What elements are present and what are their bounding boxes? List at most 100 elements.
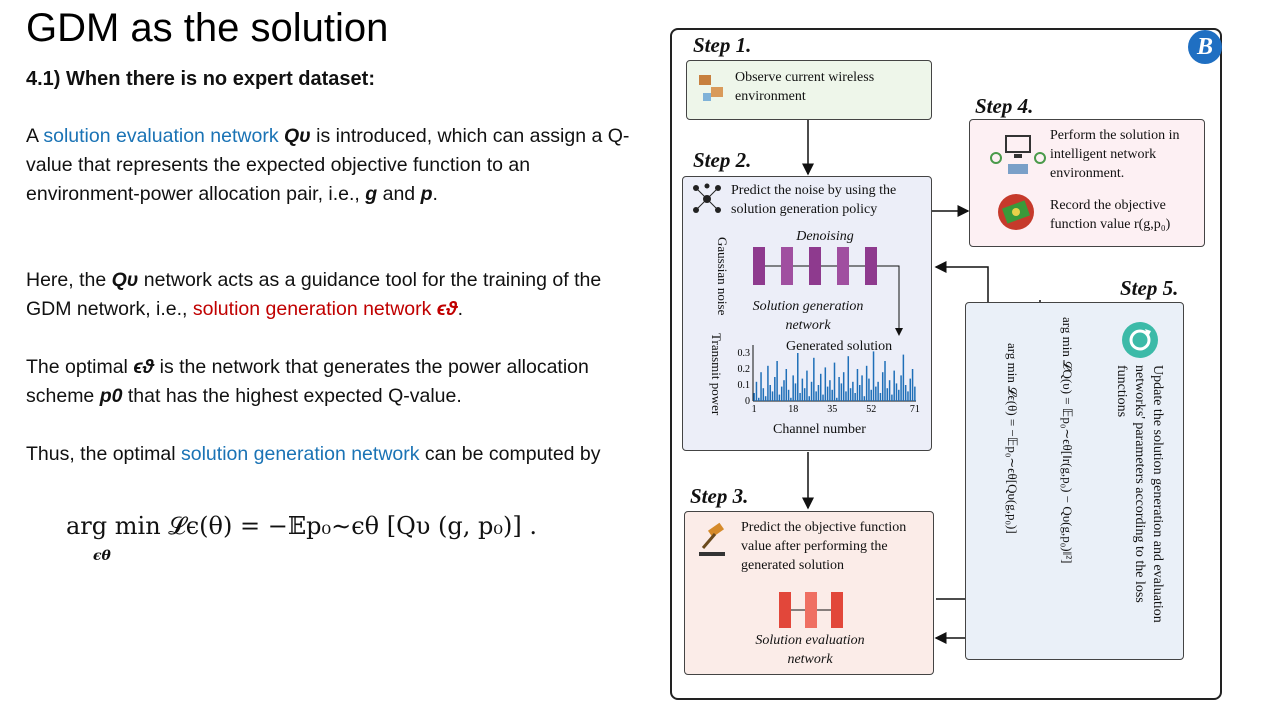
formula-main: arg min 𝓛ϵ(θ) = −𝔼p₀∼ϵθ [Qυ (g, p₀)] .: [66, 512, 537, 540]
chart-bar: [861, 375, 863, 401]
chart-bar: [757, 397, 760, 401]
chart-bar: [769, 385, 771, 401]
chart-bar: [842, 372, 845, 401]
step2-label: Step 2.: [693, 148, 752, 172]
paragraph-guidance: Here, the Qυ network acts as a guidance …: [26, 266, 631, 324]
chart-bar: [888, 380, 891, 401]
chart-xlabel: Channel number: [773, 422, 866, 437]
chart-bar: [909, 378, 912, 401]
chart-bar: [875, 386, 877, 401]
chart-bar: [884, 361, 886, 401]
chart-bar: [808, 396, 810, 401]
chart-bar: [760, 372, 762, 401]
text-run: that has the highest expected Q-value.: [122, 385, 462, 407]
paragraph-thus: Thus, the optimal solution generation ne…: [26, 440, 631, 469]
chart-bar: [778, 394, 781, 401]
chart-bar: [776, 361, 778, 401]
step5-loss-q: arg min 𝓛Q(υ) = 𝔼p₀∼ϵθ[‖r(g,p₀) − Qυ(g,p…: [1060, 317, 1075, 564]
gavel-icon: [699, 522, 725, 556]
symbol-q-upsilon: Qυ: [284, 125, 311, 147]
chart-y-tick-label: 0.2: [738, 364, 751, 375]
denoising-network-graphic: [753, 247, 903, 336]
text-run: A: [26, 125, 44, 147]
chart-bar: [849, 388, 852, 401]
chart-y-tick-label: 0.1: [738, 380, 751, 391]
chart-bar: [838, 377, 840, 401]
chart-bar: [753, 393, 755, 401]
text-run: can be computed by: [419, 443, 601, 465]
step2-box: Predict the noise by using the solution …: [682, 176, 932, 451]
chart-bar: [845, 391, 847, 401]
step5-text: Update the solution generation and evalu…: [1114, 365, 1165, 623]
chart-bar: [755, 381, 758, 401]
chart-bar: [904, 385, 907, 401]
text-run: .: [457, 298, 464, 320]
paragraph-optimal: The optimal ϵϑ is the network that gener…: [26, 353, 631, 411]
step4-box: Perform the solution in intelligent netw…: [969, 119, 1205, 247]
chart-bar: [907, 391, 909, 401]
chart-bar: [898, 389, 900, 401]
text-run: .: [432, 183, 438, 205]
chart-bar: [787, 389, 790, 401]
chart-bar: [817, 385, 820, 401]
network-nodes-icon: [693, 183, 721, 213]
section-subheading: 4.1) When there is no expert dataset:: [26, 68, 375, 90]
chart-bar: [824, 367, 827, 401]
chart-bar: [872, 351, 875, 401]
formula-subscript: ϵθ: [93, 548, 111, 564]
chart-bar: [783, 380, 785, 401]
objective-formula: arg min 𝓛ϵ(θ) = −𝔼p₀∼ϵθ [Qυ (g, p₀)] . ϵ…: [66, 512, 537, 564]
chart-bar: [847, 356, 850, 401]
chart-ylabel: Transmit power: [709, 333, 724, 416]
chart-bar: [840, 383, 843, 401]
chart-bar: [815, 391, 817, 401]
intelligent-network-icon: [990, 135, 1046, 174]
chart-bar: [868, 378, 870, 401]
chart-bar: [895, 383, 898, 401]
chart-x-tick-label: 18: [788, 404, 798, 415]
diagram-badge: B: [1188, 30, 1222, 64]
chart-bar: [859, 385, 861, 401]
step5-loss-epsilon: arg min 𝓛ϵ(θ) = −𝔼p₀∼ϵθ[Qυ(g,p₀)]: [1005, 343, 1020, 534]
chart-bar: [865, 365, 868, 401]
chart-bar: [914, 386, 916, 401]
chart-bar: [891, 394, 893, 401]
chart-y-tick-label: 0.3: [738, 348, 751, 359]
refresh-update-icon: [1122, 322, 1158, 358]
chart-bar: [870, 389, 872, 401]
step4-text-perform: Perform the solution in intelligent netw…: [1050, 128, 1180, 181]
term-solution-generation-network: solution generation network: [192, 298, 432, 320]
chart-x-tick-label: 1: [752, 404, 757, 415]
chart-bar: [819, 373, 822, 401]
chart-bar: [780, 386, 783, 401]
chart-bar: [900, 375, 902, 401]
chart-bar: [836, 397, 838, 401]
symbol-p0: p0: [99, 385, 123, 407]
chart-bar: [774, 377, 776, 401]
chart-bar: [822, 394, 824, 401]
chart-bar: [806, 370, 808, 401]
chart-bar: [877, 381, 879, 401]
chart-bar: [829, 380, 831, 401]
symbol-epsilon-theta: ϵϑ: [133, 356, 155, 378]
chart-bar: [813, 357, 815, 401]
chart-bar: [771, 391, 774, 401]
symbol-q-upsilon: Qυ: [111, 269, 139, 291]
chart-bar: [826, 386, 829, 401]
solution-evaluation-network-label: Solution evaluation network: [755, 633, 865, 667]
term-solution-generation-network: solution generation network: [181, 443, 420, 465]
symbol-g: g: [365, 183, 378, 205]
chart-bar: [833, 362, 836, 401]
step1-label: Step 1.: [693, 33, 752, 57]
chart-bar: [801, 378, 804, 401]
step3-text: Predict the objective function value aft…: [741, 520, 907, 573]
chart-bar: [893, 370, 895, 401]
chart-bar: [799, 393, 801, 401]
chart-bar: [831, 389, 833, 401]
chart-bar: [856, 369, 859, 401]
step3-box: Predict the objective function value aft…: [684, 511, 934, 675]
chart-bar: [792, 375, 794, 401]
step5-label: Step 5.: [1120, 276, 1179, 300]
chart-y-tick-label: 0: [745, 396, 750, 407]
